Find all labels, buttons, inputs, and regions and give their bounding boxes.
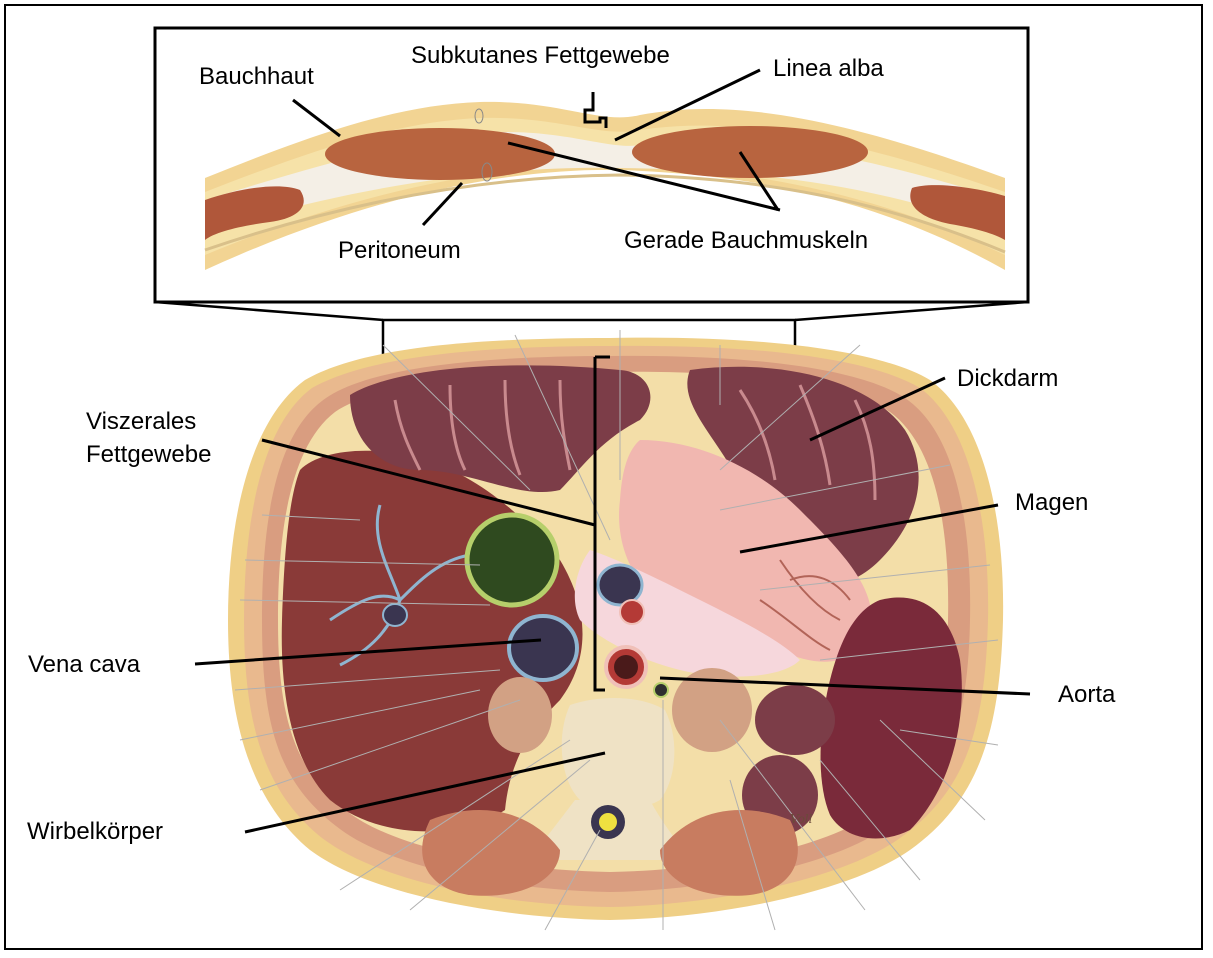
rectus-muscle-left [325, 128, 555, 180]
label-fettgewebe: Fettgewebe [86, 441, 211, 469]
label-viszerales: Viszerales [86, 408, 196, 436]
label-gerade-bauchmuskeln: Gerade Bauchmuskeln [624, 227, 868, 255]
label-aorta: Aorta [1058, 681, 1115, 709]
label-subkutanes-fettgewebe: Subkutanes Fettgewebe [411, 42, 670, 70]
label-bauchhaut: Bauchhaut [199, 63, 314, 91]
artist-signature: Voll [790, 812, 813, 826]
label-dickdarm: Dickdarm [957, 365, 1058, 393]
label-magen: Magen [1015, 489, 1088, 517]
label-peritoneum: Peritoneum [338, 237, 461, 265]
label-wirbelkoerper: Wirbelkörper [27, 818, 163, 846]
label-vena-cava: Vena cava [28, 651, 140, 679]
abdomen-cross-section [228, 330, 1003, 930]
vertebral-body [562, 698, 675, 809]
rectus-muscle-right [632, 126, 868, 178]
label-linea-alba: Linea alba [773, 55, 884, 83]
vena-cava-vessel [509, 616, 577, 680]
